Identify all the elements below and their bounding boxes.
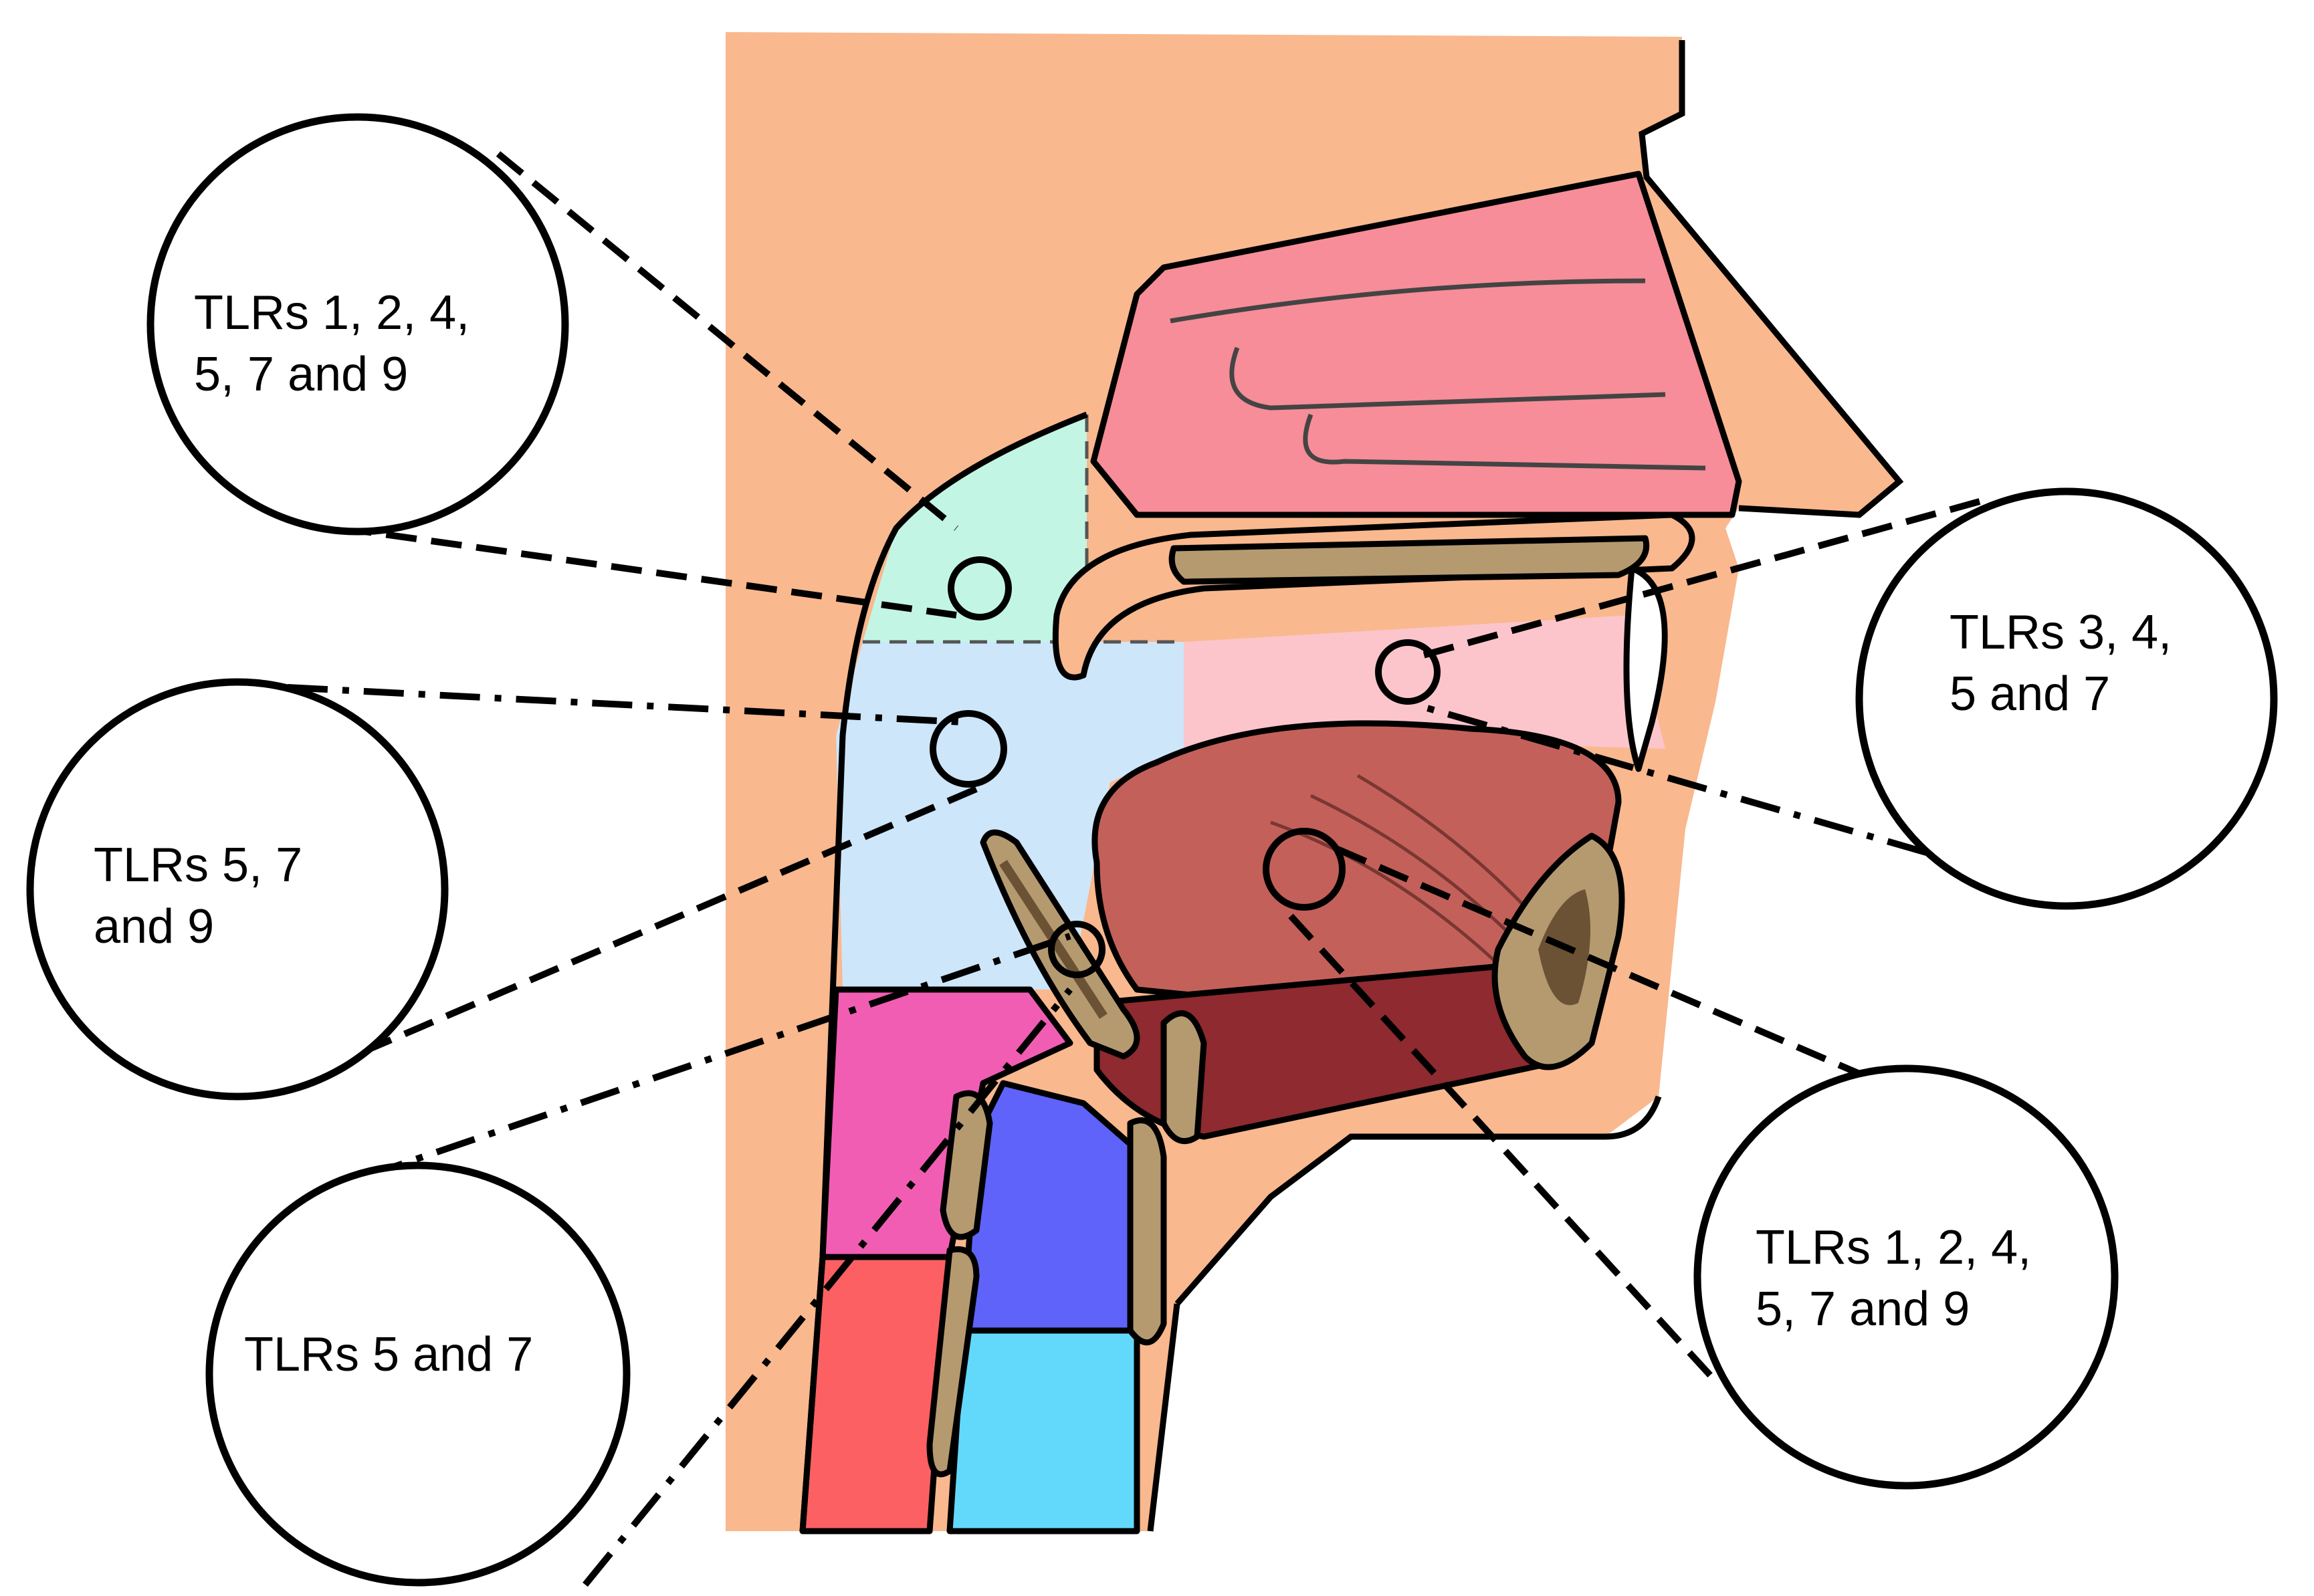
hard-palate-bone xyxy=(1168,535,1650,585)
nasal-turbinates xyxy=(1170,278,1706,471)
arytenoid-cartilage xyxy=(940,1090,993,1240)
thyroid-cartilage xyxy=(1127,1117,1167,1346)
callout-oropharynx-line2: and 9 xyxy=(94,900,214,953)
esophagus xyxy=(799,1254,953,1534)
callout-oral-cavity: TLRs 3, 4, 5 and 7 xyxy=(1855,487,2278,910)
leader-line-oropharynx-bottom xyxy=(320,786,978,1073)
svg-text:TLRs 5, 7 and 9: TLRs 5, 7 and 9 xyxy=(94,838,316,953)
tongue xyxy=(1091,720,1622,1046)
marker-oral-cavity xyxy=(1375,639,1441,705)
trachea xyxy=(946,1327,1140,1534)
callout-oropharynx: TLRs 5, 7 and 9 xyxy=(26,678,449,1101)
marker-tongue xyxy=(1263,828,1346,911)
head-neck-illustration xyxy=(726,32,1904,1534)
callout-tongue-line2: 5, 7 and 9 xyxy=(1756,1282,1970,1336)
oropharynx xyxy=(836,642,1184,990)
tongue-base-muscle xyxy=(1093,959,1555,1140)
callout-tongue: TLRs 1, 2, 4, 5, 7 and 9 xyxy=(1693,1064,2119,1490)
leader-line-oral-cavity-top xyxy=(1410,498,1981,662)
leader-line-oropharynx-top xyxy=(287,684,964,725)
callout-nasopharynx: TLRs 1, 2, 4, 5, 7 and 9 xyxy=(146,113,569,536)
hyoid-bone xyxy=(1160,1010,1207,1145)
svg-text:TLRs 3, 4, 5 and 7: TLRs 3, 4, 5 and 7 xyxy=(1950,606,2185,721)
callout-larynx: TLRs 5 and 7 xyxy=(205,1161,631,1587)
neck-outline xyxy=(1147,1303,1180,1532)
nose-outline xyxy=(1639,40,1904,518)
callout-tongue-line1: TLRs 1, 2, 4, xyxy=(1756,1221,2031,1274)
callout-oral-cavity-line2: 5 and 7 xyxy=(1950,667,2110,721)
callout-nasopharynx-line1: TLRs 1, 2, 4, xyxy=(194,286,469,340)
leader-lines xyxy=(287,151,1981,1587)
svg-text:TLRs 5 and 7: TLRs 5 and 7 xyxy=(244,1328,533,1381)
leader-line-larynx-bottom xyxy=(583,987,1073,1587)
leader-line-oral-cavity-bottom xyxy=(1416,702,1927,856)
callout-nasopharynx-line2: 5, 7 and 9 xyxy=(194,348,408,401)
oral-cavity xyxy=(1184,615,1665,749)
callout-oropharynx-line1: TLRs 5, 7 xyxy=(94,838,302,892)
callout-oral-cavity-line1: TLRs 3, 4, xyxy=(1950,606,2172,659)
cricoid-cartilage xyxy=(926,1246,980,1478)
marker-larynx xyxy=(1048,921,1106,978)
nasopharynx xyxy=(863,415,1087,642)
svg-text:TLRs 1, 2, 4, 5, 7 and 9: TLRs 1, 2, 4, 5, 7 and 9 xyxy=(1756,1221,2044,1336)
nasal-cavity xyxy=(1090,170,1742,518)
svg-text:TLRs 1, 2, 4, 5, 7 and 9: TLRs 1, 2, 4, 5, 7 and 9 xyxy=(194,286,483,401)
incisors xyxy=(1623,565,1668,772)
leader-line-nasopharynx-top xyxy=(496,151,959,531)
region-markers xyxy=(930,556,1441,978)
chin-outline xyxy=(1174,1095,1662,1306)
marker-oropharynx xyxy=(930,710,1007,788)
leader-line-tongue-top xyxy=(1336,846,1867,1080)
throat-back-outline xyxy=(799,411,1088,1532)
leader-line-larynx-top xyxy=(363,933,1071,1180)
marker-nasopharynx xyxy=(948,556,1012,620)
leader-line-tongue-bottom xyxy=(1288,913,1715,1380)
leader-line-nasopharynx-bottom xyxy=(340,525,957,618)
callout-larynx-line1: TLRs 5 and 7 xyxy=(244,1328,533,1381)
